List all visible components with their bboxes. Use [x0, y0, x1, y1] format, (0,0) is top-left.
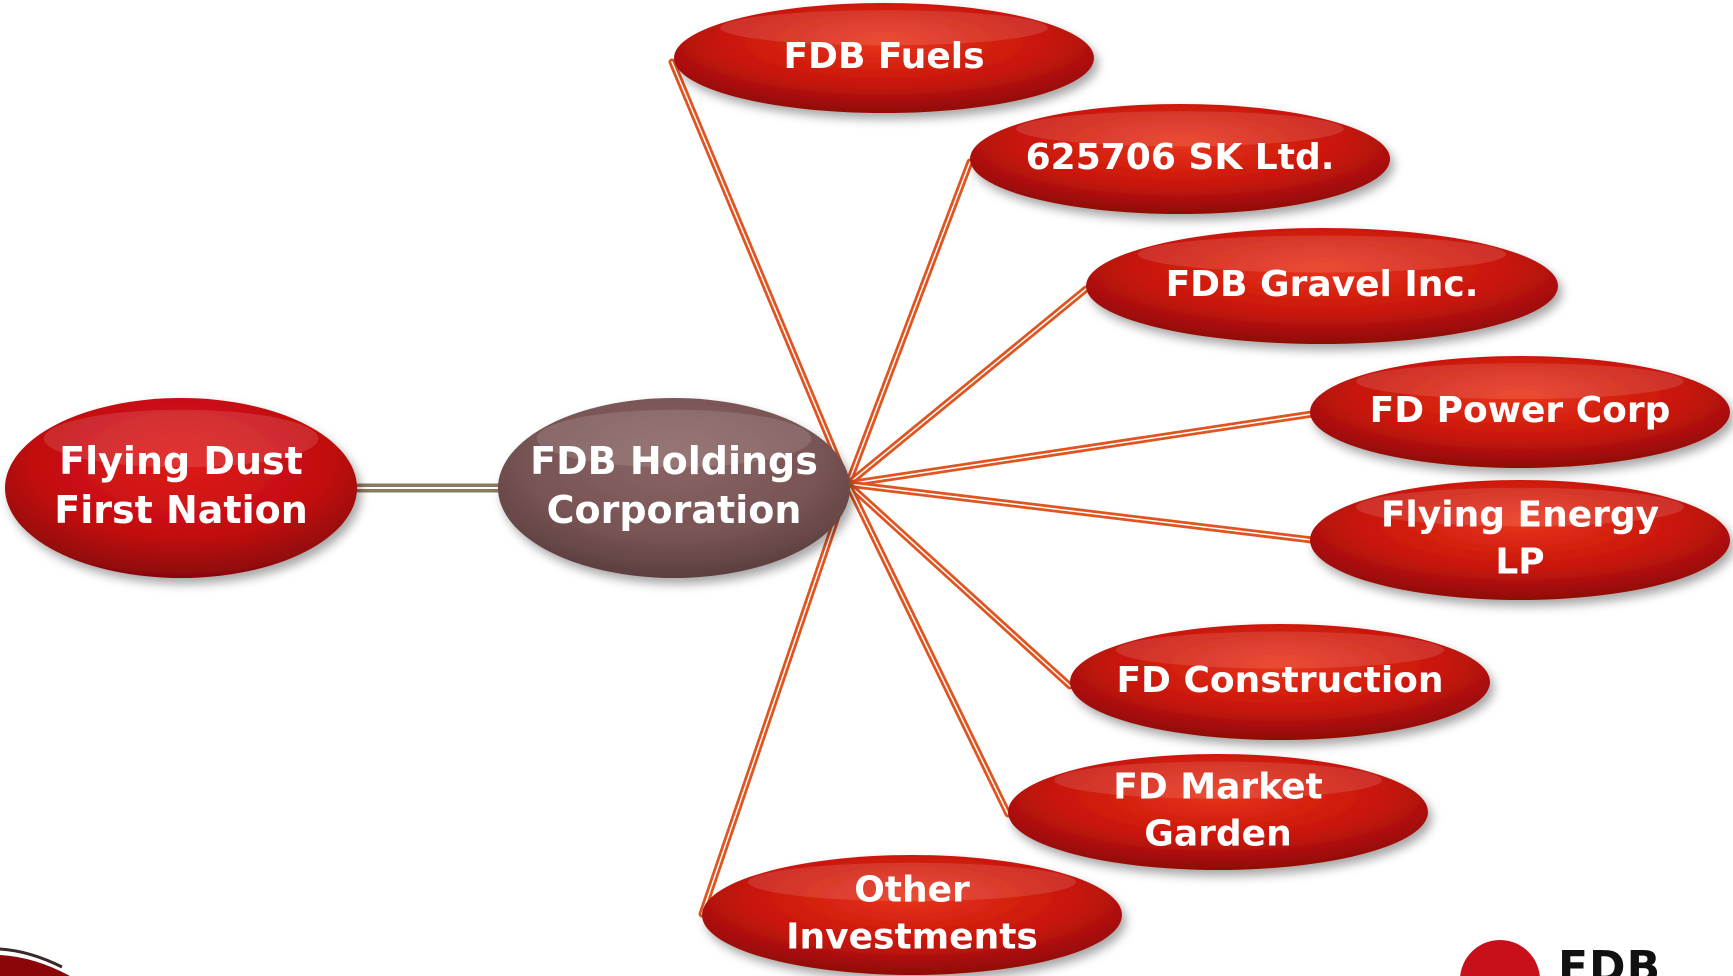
- fdb-logo: FDB: [1460, 940, 1660, 976]
- node-fd-power-ellipse: [1310, 356, 1730, 468]
- logo-text: FDB: [1558, 942, 1660, 976]
- connector-lines: [348, 58, 1316, 918]
- node-other-investments-gloss: [748, 862, 1076, 902]
- node-fd-market-garden-ellipse: [1008, 754, 1428, 870]
- node-fdb-holdings-corporation-gloss: [536, 409, 812, 468]
- node-fdb-fuels-label-line: FDB Fuels: [783, 36, 984, 77]
- node-flying-energy-ellipse: [1310, 480, 1730, 600]
- node-fd-construction-label-line: FD Construction: [1116, 660, 1443, 701]
- node-flying-energy-label-line: LP: [1495, 541, 1544, 582]
- connector-fdb-gravel-highlight: [847, 288, 1087, 485]
- node-fd-market-garden-label-line: FD Market: [1113, 767, 1322, 808]
- connector-sk-ltd-highlight: [847, 161, 971, 485]
- node-flying-dust-first-nation-ellipse: [5, 398, 357, 578]
- node-fd-construction-gloss: [1116, 631, 1444, 669]
- node-flying-energy-gloss: [1356, 487, 1684, 527]
- connector-fd-power-highlight: [847, 413, 1313, 485]
- node-flying-dust-first-nation-label-line: Flying Dust: [59, 439, 303, 483]
- connector-flying-energy-highlight: [847, 483, 1313, 541]
- node-flying-energy-label-line: Flying Energy: [1381, 495, 1659, 536]
- node-sk-ltd-label-line: 625706 SK Ltd.: [1026, 137, 1335, 178]
- node-sk-ltd-gloss: [1016, 111, 1344, 147]
- connector-other-investments-highlight: [701, 483, 849, 915]
- node-other-investments-label-line: Other: [854, 870, 970, 911]
- node-fdb-fuels-ellipse: [674, 3, 1094, 113]
- node-fdb-holdings-corporation-ellipse: [498, 398, 850, 578]
- node-fdb-holdings-corporation-label-line: FDB Holdings: [530, 439, 818, 483]
- connector-fd-market-garden-highlight: [847, 483, 1009, 815]
- node-fdb-fuels: FDB Fuels: [674, 3, 1094, 113]
- node-fdb-gravel: FDB Gravel Inc.: [1086, 228, 1558, 344]
- node-fdb-holdings-corporation-label-line: Corporation: [547, 488, 802, 532]
- node-fd-market-garden-label-line: Garden: [1144, 813, 1291, 854]
- node-fd-market-garden-gloss: [1054, 761, 1382, 799]
- node-sk-ltd: 625706 SK Ltd.: [970, 104, 1390, 214]
- node-fd-construction-ellipse: [1070, 624, 1490, 740]
- node-sk-ltd-ellipse: [970, 104, 1390, 214]
- node-fd-power-gloss: [1356, 363, 1684, 400]
- connector-fd-construction-highlight: [847, 483, 1071, 687]
- node-fdb-gravel-gloss: [1137, 235, 1507, 273]
- node-fdb-gravel-ellipse: [1086, 228, 1558, 344]
- node-fdb-fuels-gloss: [720, 10, 1048, 46]
- node-flying-dust-first-nation-gloss: [43, 409, 319, 468]
- node-fdb-gravel-label-line: FDB Gravel Inc.: [1166, 264, 1479, 305]
- node-fd-power-label-line: FD Power Corp: [1370, 390, 1671, 431]
- node-flying-dust-first-nation-label-line: First Nation: [54, 488, 308, 532]
- corner-swoosh-decoration: [0, 945, 70, 976]
- node-fd-power: FD Power Corp: [1310, 356, 1730, 468]
- connector-fdb-fuels-highlight: [671, 61, 849, 485]
- node-other-investments-ellipse: [702, 855, 1122, 975]
- logo-emblem-icon: [1460, 940, 1540, 976]
- node-fd-construction: FD Construction: [1070, 624, 1490, 740]
- node-other-investments-label-line: Investments: [786, 916, 1038, 957]
